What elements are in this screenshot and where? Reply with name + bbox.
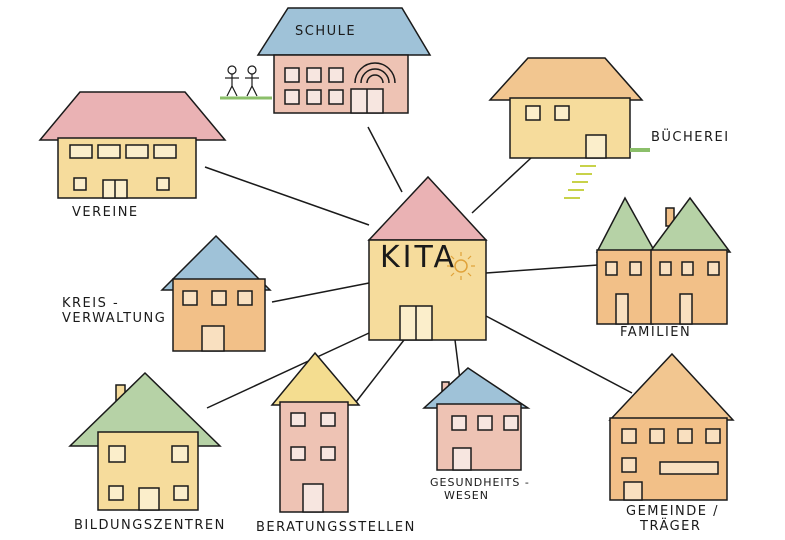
connector-buecherei — [471, 157, 532, 214]
house-gesundheitswesen — [422, 367, 531, 471]
connector-bildungszentren — [206, 332, 370, 409]
label-bildungszentren: BILDUNGSZENTREN — [74, 518, 226, 533]
sun-rays — [447, 252, 475, 280]
house-bildungszentren — [68, 371, 222, 511]
connector-lines — [204, 126, 633, 409]
label-familien: FAMILIEN — [620, 325, 692, 340]
connector-schule — [367, 126, 403, 193]
house-kita — [367, 175, 488, 341]
label-kreisverwaltung: KREIS - VERWALTUNG — [62, 296, 167, 326]
connector-kreisverwaltung — [271, 282, 370, 303]
connector-gesundheitswesen — [454, 339, 461, 381]
label-kita: KITA — [380, 240, 458, 275]
connector-beratungsstellen — [355, 339, 405, 403]
connector-gemeinde — [485, 315, 633, 394]
house-schule — [220, 7, 432, 114]
label-schule: SCHULE — [295, 24, 357, 39]
sun-icon — [454, 259, 468, 273]
label-gemeinde: GEMEINDE / TRÄGER — [626, 504, 720, 534]
stairs — [564, 165, 596, 199]
house-familien — [595, 196, 732, 325]
connector-familien — [485, 264, 599, 274]
house-beratungsstellen — [270, 351, 361, 513]
house-gemeinde — [608, 352, 735, 501]
house-kreisverwaltung — [160, 234, 272, 352]
label-beratungsstellen: BERATUNGSSTELLEN — [256, 520, 416, 535]
label-buecherei: BÜCHEREI — [651, 130, 730, 145]
connector-vereine — [204, 166, 370, 226]
house-vereine — [38, 91, 227, 199]
children-figures — [225, 65, 259, 97]
label-gesundheitswesen: GESUNDHEITS - WESEN — [430, 476, 530, 502]
house-buecherei — [488, 57, 650, 199]
label-vereine: VEREINE — [72, 205, 139, 220]
